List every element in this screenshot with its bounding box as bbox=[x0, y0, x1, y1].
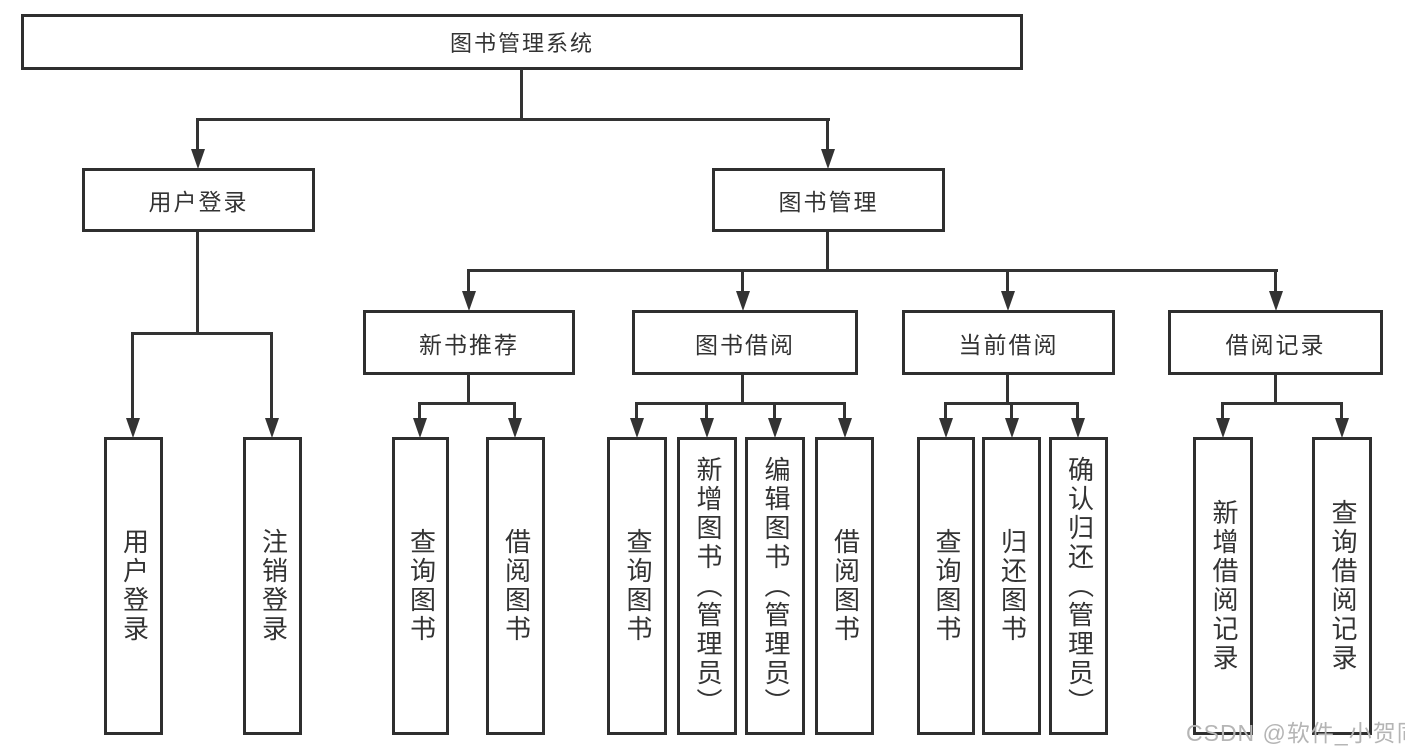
connector-userlogin-branch-2 bbox=[270, 332, 273, 420]
node-cb-return-books: 归还图书 bbox=[982, 437, 1041, 735]
node-book-mgmt-label: 图书管理 bbox=[778, 189, 879, 215]
connector-rec-drop bbox=[467, 374, 470, 405]
connector-bb-bar bbox=[635, 402, 846, 405]
node-user-login: 用户登录 bbox=[82, 168, 315, 232]
node-cb-return-books-label: 归还图书 bbox=[997, 528, 1028, 644]
node-cb-confirm-return-label: 确认归还（管理员） bbox=[1064, 455, 1095, 717]
connector-userlogin-drop bbox=[196, 232, 199, 335]
connector-br-branch-1 bbox=[1221, 402, 1224, 420]
connector-br-bar bbox=[1221, 402, 1343, 405]
arrow-down-icon bbox=[821, 149, 835, 169]
connector-bb-branch-4 bbox=[843, 402, 846, 420]
node-rec-query-books: 查询图书 bbox=[392, 437, 449, 735]
connector-bb-drop bbox=[741, 374, 744, 405]
connector-bookmgmt-branch-1 bbox=[467, 269, 470, 293]
watermark: CSDN @软件_小贺同学 bbox=[1186, 720, 1405, 746]
connector-rec-branch-2 bbox=[513, 402, 516, 420]
connector-root-branch-left bbox=[196, 118, 199, 152]
arrow-down-icon bbox=[1216, 418, 1230, 438]
arrow-down-icon bbox=[1001, 291, 1015, 311]
node-borrow-records-label: 借阅记录 bbox=[1225, 331, 1326, 358]
node-current-borrow: 当前借阅 bbox=[902, 310, 1115, 375]
node-new-book-rec: 新书推荐 bbox=[363, 310, 575, 375]
connector-br-branch-2 bbox=[1340, 402, 1343, 420]
node-br-add-record-label: 新增借阅记录 bbox=[1208, 499, 1239, 673]
connector-cb-branch-1 bbox=[944, 402, 947, 420]
connector-root-bar bbox=[197, 118, 830, 121]
connector-root-branch-right bbox=[826, 118, 829, 152]
node-root: 图书管理系统 bbox=[21, 14, 1023, 70]
connector-bb-branch-2 bbox=[705, 402, 708, 420]
node-root-label: 图书管理系统 bbox=[449, 31, 594, 56]
node-bb-add-books: 新增图书（管理员） bbox=[677, 437, 737, 735]
node-rec-borrow-books-label: 借阅图书 bbox=[501, 528, 532, 644]
node-bb-edit-books-label: 编辑图书（管理员） bbox=[760, 455, 791, 717]
connector-userlogin-bar bbox=[131, 332, 273, 335]
arrow-down-icon bbox=[736, 291, 750, 311]
arrow-down-icon bbox=[1071, 418, 1085, 438]
node-bb-borrow-books: 借阅图书 bbox=[815, 437, 874, 735]
node-cb-query-books-label: 查询图书 bbox=[931, 528, 962, 644]
node-current-borrow-label: 当前借阅 bbox=[958, 331, 1059, 358]
arrow-down-icon bbox=[1335, 418, 1349, 438]
arrow-down-icon bbox=[191, 149, 205, 169]
connector-cb-branch-2 bbox=[1010, 402, 1013, 420]
node-user-login-label: 用户登录 bbox=[148, 189, 249, 215]
arrow-down-icon bbox=[768, 418, 782, 438]
connector-bookmgmt-drop bbox=[826, 232, 829, 272]
node-bb-borrow-books-label: 借阅图书 bbox=[830, 528, 861, 644]
arrow-down-icon bbox=[265, 418, 279, 438]
node-new-book-rec-label: 新书推荐 bbox=[419, 331, 519, 358]
arrow-down-icon bbox=[630, 418, 644, 438]
node-bb-query-books-label: 查询图书 bbox=[622, 528, 653, 644]
node-user-login-leaf: 用户登录 bbox=[104, 437, 163, 735]
node-book-mgmt: 图书管理 bbox=[712, 168, 945, 232]
connector-bookmgmt-branch-3 bbox=[1006, 269, 1009, 293]
arrow-down-icon bbox=[838, 418, 852, 438]
connector-root-drop bbox=[520, 69, 523, 120]
node-bb-add-books-label: 新增图书（管理员） bbox=[692, 455, 723, 717]
arrow-down-icon bbox=[126, 418, 140, 438]
node-br-add-record: 新增借阅记录 bbox=[1193, 437, 1253, 735]
node-br-query-record-label: 查询借阅记录 bbox=[1327, 499, 1358, 673]
node-logout-leaf: 注销登录 bbox=[243, 437, 302, 735]
arrow-down-icon bbox=[1269, 291, 1283, 311]
node-rec-query-books-label: 查询图书 bbox=[406, 528, 437, 644]
node-logout-leaf-label: 注销登录 bbox=[258, 528, 289, 644]
node-bb-query-books: 查询图书 bbox=[607, 437, 667, 735]
node-book-borrow: 图书借阅 bbox=[632, 310, 858, 375]
connector-cb-branch-3 bbox=[1076, 402, 1079, 420]
connector-rec-branch-1 bbox=[418, 402, 421, 420]
arrow-down-icon bbox=[939, 418, 953, 438]
connector-rec-bar bbox=[418, 402, 516, 405]
connector-bookmgmt-branch-2 bbox=[741, 269, 744, 293]
connector-bookmgmt-branch-4 bbox=[1274, 269, 1277, 293]
node-br-query-record: 查询借阅记录 bbox=[1312, 437, 1372, 735]
node-borrow-records: 借阅记录 bbox=[1168, 310, 1383, 375]
node-cb-query-books: 查询图书 bbox=[917, 437, 975, 735]
connector-br-drop bbox=[1274, 374, 1277, 405]
connector-bookmgmt-bar bbox=[468, 269, 1278, 272]
node-cb-confirm-return: 确认归还（管理员） bbox=[1049, 437, 1108, 735]
arrow-down-icon bbox=[462, 291, 476, 311]
connector-bb-branch-3 bbox=[773, 402, 776, 420]
connector-cb-drop bbox=[1006, 374, 1009, 405]
node-bb-edit-books: 编辑图书（管理员） bbox=[745, 437, 805, 735]
arrow-down-icon bbox=[508, 418, 522, 438]
arrow-down-icon bbox=[1005, 418, 1019, 438]
connector-userlogin-branch-1 bbox=[131, 332, 134, 420]
arrow-down-icon bbox=[700, 418, 714, 438]
node-rec-borrow-books: 借阅图书 bbox=[486, 437, 545, 735]
node-user-login-leaf-label: 用户登录 bbox=[119, 528, 150, 644]
arrow-down-icon bbox=[413, 418, 427, 438]
node-book-borrow-label: 图书借阅 bbox=[695, 331, 795, 358]
connector-bb-branch-1 bbox=[635, 402, 638, 420]
